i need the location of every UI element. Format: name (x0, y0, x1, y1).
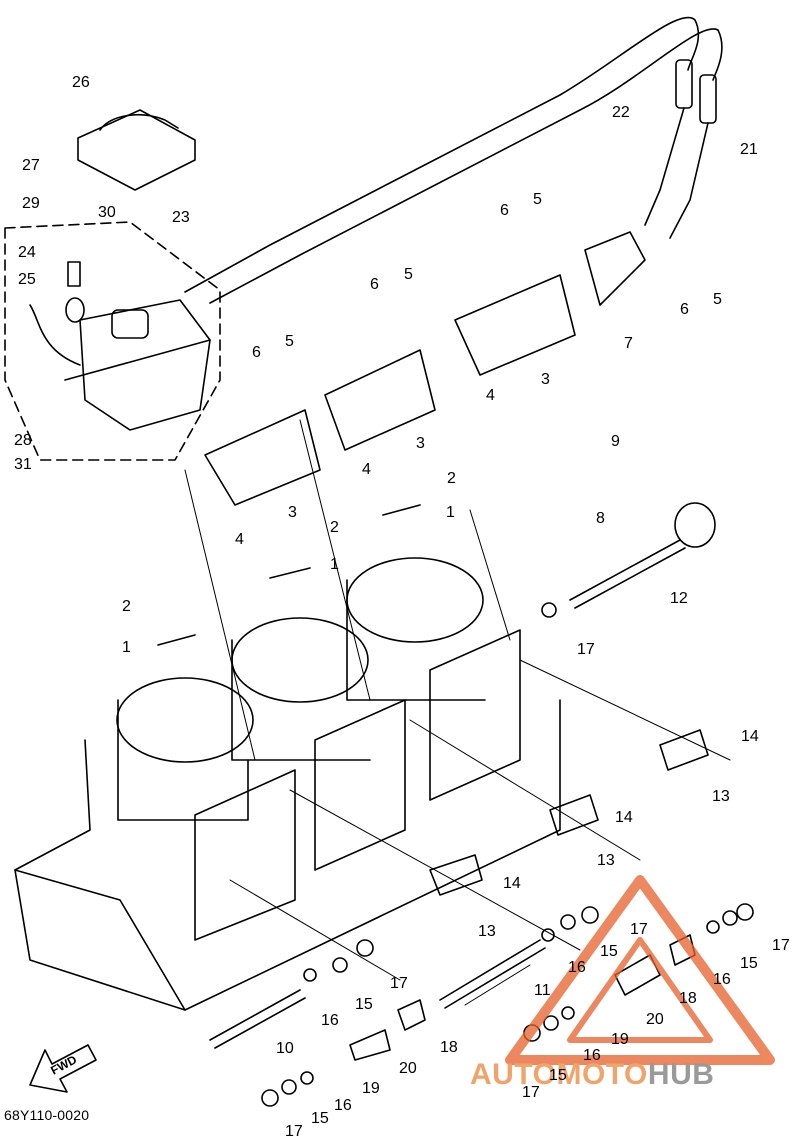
callout: 31 (14, 456, 32, 473)
callout: 14 (741, 728, 759, 745)
throttle-cables (184, 16, 723, 304)
callout: 2 (122, 598, 131, 615)
callout: 17 (577, 641, 595, 658)
exhaust-covers (204, 231, 646, 506)
callout: 16 (583, 1047, 601, 1064)
callout: 17 (390, 975, 408, 992)
callout: 17 (522, 1084, 540, 1101)
callout: 17 (772, 937, 790, 954)
watermark: AUTOMOTOHUB (470, 1058, 714, 1092)
callout: 13 (597, 852, 615, 869)
callout: 17 (285, 1123, 303, 1138)
callout: 19 (362, 1080, 380, 1097)
callout: 28 (14, 432, 32, 449)
callout: 14 (615, 809, 633, 826)
callout: 5 (404, 266, 413, 283)
callout: 3 (541, 371, 550, 388)
callout: 4 (362, 461, 371, 478)
callout: 2 (330, 519, 339, 536)
callout: 23 (172, 209, 190, 226)
callout: 16 (321, 1012, 339, 1029)
callout: 1 (122, 639, 131, 656)
callout: 16 (568, 959, 586, 976)
callout: 3 (288, 504, 297, 521)
callout: 15 (311, 1110, 329, 1127)
callout: 16 (334, 1097, 352, 1114)
callout: 15 (600, 943, 618, 960)
callout: 14 (503, 875, 521, 892)
callout: 5 (713, 291, 722, 308)
callout: 15 (740, 955, 758, 972)
callout: 13 (712, 788, 730, 805)
callout: 7 (624, 335, 633, 352)
watermark-part1: AUTOMOTO (470, 1058, 648, 1091)
callout: 15 (355, 996, 373, 1013)
callout: 6 (680, 301, 689, 318)
callout: 15 (549, 1067, 567, 1084)
callout: 6 (500, 202, 509, 219)
callout: 26 (72, 74, 90, 91)
fwd-arrow (29, 1044, 97, 1093)
callout: 25 (18, 271, 36, 288)
callout: 12 (670, 590, 688, 607)
watermark-part2: HUB (647, 1058, 715, 1091)
callout: 20 (646, 1011, 664, 1028)
callout: 5 (533, 191, 542, 208)
callout: 27 (22, 157, 40, 174)
callout: 13 (478, 923, 496, 940)
electrical-box (4, 109, 221, 461)
cylinder-block (14, 557, 561, 1011)
callout: 2 (447, 470, 456, 487)
callout: 8 (596, 510, 605, 527)
callout: 4 (235, 531, 244, 548)
callout: 11 (534, 982, 551, 999)
diagram-code: 68Y110-0020 (4, 1107, 90, 1123)
callout: 9 (611, 433, 620, 450)
callout: 6 (370, 276, 379, 293)
callout: 22 (612, 104, 630, 121)
callout: 3 (416, 435, 425, 452)
watermark-triangle (505, 875, 775, 1065)
leader-lines (184, 419, 731, 1006)
callout: 18 (679, 990, 697, 1007)
callout: 20 (399, 1060, 417, 1077)
callout: 4 (486, 387, 495, 404)
callout: 29 (22, 195, 40, 212)
callout: 17 (630, 921, 648, 938)
callout: 19 (611, 1031, 629, 1048)
callout: 5 (285, 333, 294, 350)
shafts (209, 502, 716, 1049)
callout: 21 (740, 141, 758, 158)
callout: 18 (440, 1039, 458, 1056)
callout: 30 (98, 204, 116, 221)
callout: 10 (276, 1040, 294, 1057)
callout: 1 (330, 556, 339, 573)
callout: 16 (713, 971, 731, 988)
callout: 6 (252, 344, 261, 361)
callout: 1 (446, 504, 455, 521)
callout: 24 (18, 244, 36, 261)
